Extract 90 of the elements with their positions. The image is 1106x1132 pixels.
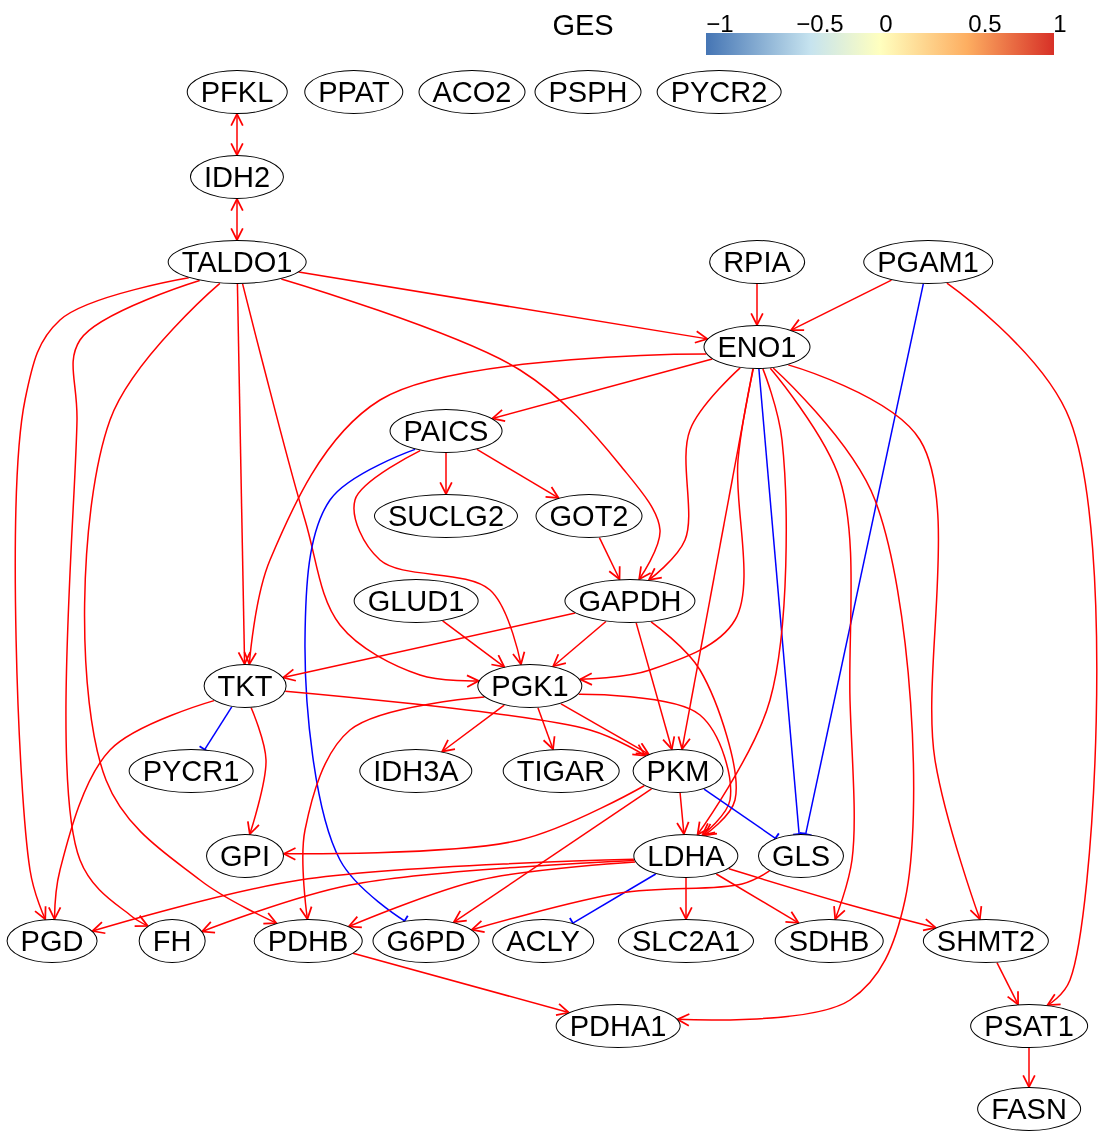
gene-ellipse: PYCR2 xyxy=(656,70,782,114)
arrow xyxy=(679,877,693,920)
arrow xyxy=(715,873,800,924)
arrow xyxy=(648,367,741,581)
arrow xyxy=(48,699,215,920)
arrow xyxy=(560,703,650,756)
gene-ellipse: PYCR1 xyxy=(128,749,254,793)
arrow xyxy=(579,368,755,686)
arrow xyxy=(676,792,690,835)
gene-ellipse: LDHA xyxy=(633,834,739,878)
scale-tick-label: 0.5 xyxy=(968,12,1002,36)
arrow xyxy=(491,358,714,422)
arrow xyxy=(282,785,645,861)
gene-ellipse: PKM xyxy=(632,749,724,793)
arrow xyxy=(297,271,709,344)
arrow xyxy=(83,282,278,925)
gene-ellipse: TIGAR xyxy=(502,749,620,793)
gene-ellipse: PAICS xyxy=(389,409,503,453)
arrow xyxy=(578,693,732,836)
scale-tick-label: 0 xyxy=(879,12,893,36)
arrow xyxy=(677,368,754,750)
arrow xyxy=(787,364,983,920)
gene-ellipse: FASN xyxy=(977,1087,1081,1131)
arrow xyxy=(676,367,915,1027)
arrow xyxy=(750,283,764,326)
scale-tick-label: −0.5 xyxy=(796,12,844,36)
arrow xyxy=(439,452,453,495)
gene-ellipse: PGD xyxy=(6,919,98,963)
arrow xyxy=(352,952,570,1016)
arrow xyxy=(1022,1047,1036,1088)
gene-ellipse: G6PD xyxy=(372,919,480,963)
arrow xyxy=(280,278,661,581)
gene-ellipse: IDH2 xyxy=(189,155,285,199)
gene-ellipse: GLUD1 xyxy=(353,579,479,623)
arrow xyxy=(452,788,653,924)
arrow xyxy=(65,279,201,927)
arrow xyxy=(230,113,244,156)
arrow xyxy=(441,704,505,753)
arrow xyxy=(299,696,486,920)
gene-ellipse: SHMT2 xyxy=(922,919,1050,963)
gene-ellipse: ENO1 xyxy=(703,325,811,369)
arrow xyxy=(696,368,787,836)
arrow xyxy=(14,277,190,921)
gene-ellipse: SUCLG2 xyxy=(374,494,518,538)
gene-ellipse: GOT2 xyxy=(535,494,643,538)
gene-ellipse: GLS xyxy=(758,834,844,878)
gene-ellipse: PDHB xyxy=(253,919,363,963)
gene-ellipse: IDH3A xyxy=(359,749,473,793)
gene-ellipse: PSAT1 xyxy=(970,1004,1088,1048)
arrow xyxy=(635,622,676,751)
gene-ellipse: PGK1 xyxy=(477,664,583,708)
arrow xyxy=(353,449,526,666)
arrow xyxy=(348,861,636,929)
gene-ellipse: TKT xyxy=(203,664,287,708)
arrow xyxy=(284,690,647,757)
scale-tick-label: 1 xyxy=(1053,12,1067,36)
arrow xyxy=(236,283,252,665)
arrow xyxy=(230,198,244,241)
gene-ellipse: FH xyxy=(138,919,206,963)
arrow xyxy=(91,858,635,935)
scale-tick-label: −1 xyxy=(706,12,734,36)
arrow xyxy=(476,448,560,499)
gene-ellipse: RPIA xyxy=(709,240,805,284)
arrow xyxy=(537,707,556,751)
gene-ellipse: PDHA1 xyxy=(555,1004,681,1048)
gene-ellipse: PFKL xyxy=(186,70,288,114)
gene-ellipse: ACLY xyxy=(492,919,594,963)
inhibition-line xyxy=(758,368,806,836)
gene-ellipse: PGAM1 xyxy=(863,240,993,284)
gene-ellipse: PSPH xyxy=(534,70,642,114)
gene-ellipse: SLC2A1 xyxy=(618,919,754,963)
arrow xyxy=(996,961,1019,1006)
arrow xyxy=(769,367,855,920)
gene-ellipse: TALDO1 xyxy=(167,240,307,284)
arrow xyxy=(441,620,506,668)
arrow xyxy=(241,283,480,688)
arrow xyxy=(470,870,771,933)
arrow xyxy=(790,279,893,331)
gene-ellipse: PPAT xyxy=(304,70,404,114)
gene-ellipse: ACO2 xyxy=(418,70,526,114)
gene-ellipse: SDHB xyxy=(774,919,884,963)
arrow xyxy=(728,868,937,932)
arrow xyxy=(946,282,1098,1006)
arrow xyxy=(246,707,267,836)
arrow xyxy=(282,612,576,682)
gene-ellipse: GPI xyxy=(206,834,284,878)
scale-title: GES xyxy=(552,10,614,40)
arrow xyxy=(201,859,636,934)
gene-ellipse: GAPDH xyxy=(564,579,696,623)
arrow xyxy=(598,536,621,581)
